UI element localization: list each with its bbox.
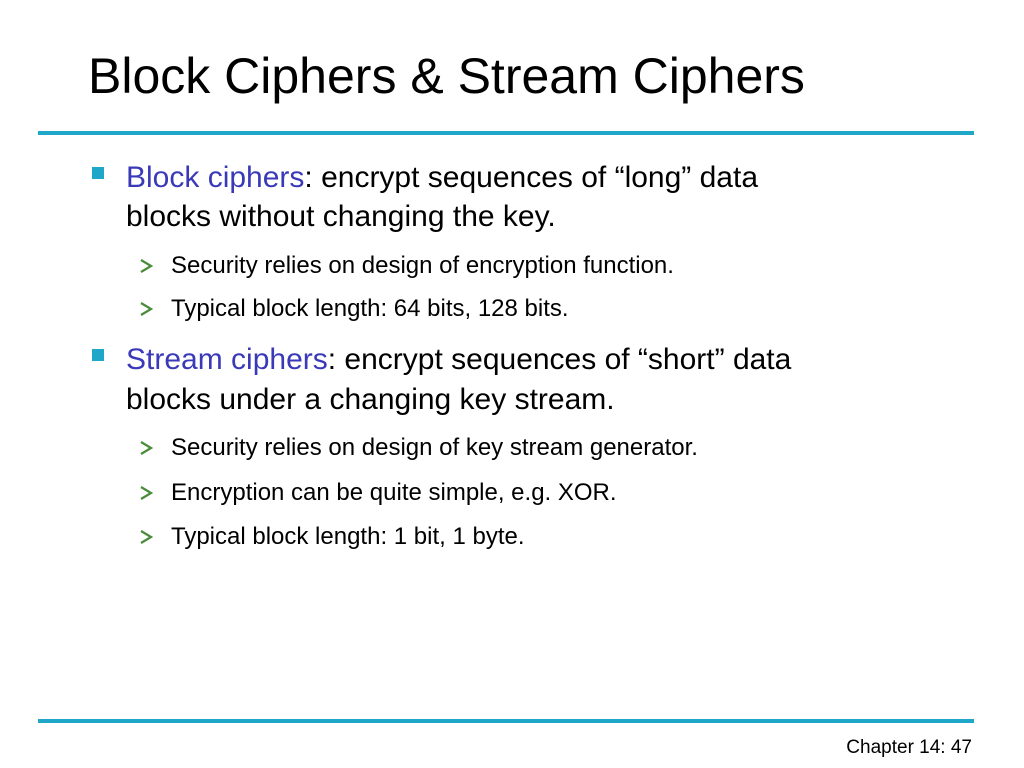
arrow-bullet-icon [140, 302, 153, 316]
stream-ciphers-description: : encrypt sequences of “short” data [327, 343, 792, 376]
stream-ciphers-line-1: Stream ciphers: encrypt sequences of “sh… [126, 341, 791, 379]
arrow-bullet-icon [140, 259, 153, 273]
block-ciphers-line-2: blocks without changing the key. [126, 200, 556, 233]
block-sub-item-2: Typical block length: 64 bits, 128 bits. [171, 295, 569, 322]
arrow-bullet-icon [140, 486, 153, 500]
stream-ciphers-line-2: blocks under a changing key stream. [126, 383, 615, 416]
square-bullet-icon [92, 167, 104, 179]
stream-sub-item-1: Security relies on design of key stream … [171, 434, 698, 461]
square-bullet-icon [92, 349, 104, 361]
arrow-bullet-icon [140, 441, 153, 455]
block-sub-item-1: Security relies on design of encryption … [171, 252, 674, 279]
block-ciphers-term: Block ciphers [126, 161, 305, 194]
stream-sub-item-2: Encryption can be quite simple, e.g. XOR… [171, 479, 617, 506]
stream-sub-item-3: Typical block length: 1 bit, 1 byte. [171, 523, 525, 550]
arrow-bullet-icon [140, 530, 153, 544]
footer-divider [38, 719, 974, 723]
title-divider [38, 131, 974, 135]
block-ciphers-description: : encrypt sequences of “long” data [304, 161, 759, 194]
block-ciphers-line-1: Block ciphers: encrypt sequences of “lon… [126, 159, 758, 197]
slide-title: Block Ciphers & Stream Ciphers [88, 48, 805, 104]
slide-number: Chapter 14: 47 [846, 737, 972, 758]
stream-ciphers-term: Stream ciphers [126, 343, 328, 376]
